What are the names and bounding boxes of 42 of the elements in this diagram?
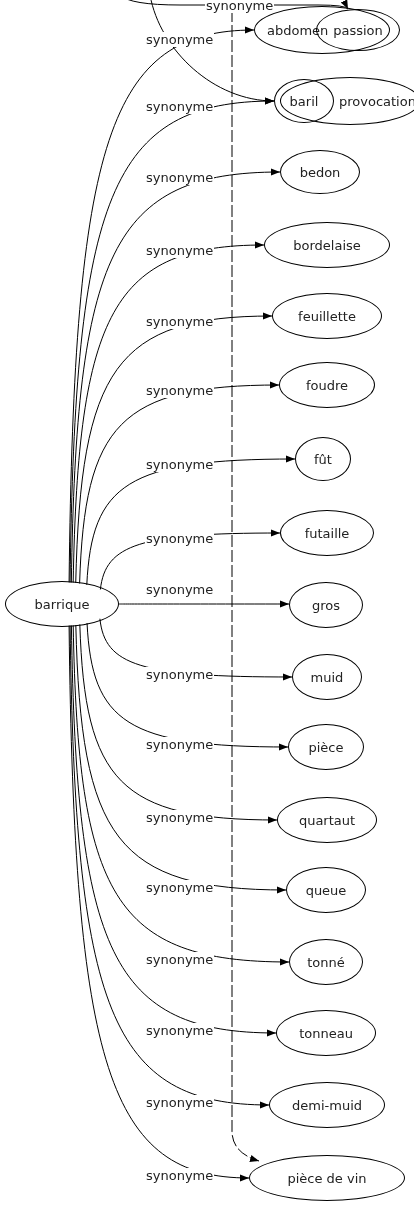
edge-label: synonyme: [145, 32, 215, 47]
word-text: gros: [312, 597, 340, 613]
word-text: queue: [305, 882, 347, 898]
arrow: [68, 27, 255, 583]
arrow: [118, 600, 290, 608]
arrow: [69, 625, 270, 1109]
arrow: [75, 624, 287, 894]
arrow: [149, 0, 275, 104]
edge-label: synonyme: [145, 1095, 215, 1110]
arrow: [68, 625, 250, 1181]
word-text: futaille: [304, 525, 350, 541]
edge-label: synonyme: [145, 737, 215, 752]
word-text: foudre: [305, 377, 349, 393]
arrow: [72, 624, 290, 966]
word-text: passion: [333, 22, 383, 38]
arrow: [75, 312, 273, 584]
word-text: bordelaise: [293, 237, 361, 253]
word-text: feuillette: [298, 308, 356, 324]
word-text: baril: [289, 93, 319, 109]
edge-label: synonyme: [145, 880, 215, 895]
word-text: demi-muid: [292, 1097, 362, 1113]
edge-label: synonyme: [145, 531, 215, 546]
edge-label: synonyme: [145, 810, 215, 825]
edge-label: synonyme: [145, 952, 215, 967]
arrow: [70, 625, 277, 1037]
arrow: [72, 241, 265, 584]
edge-label: synonyme: [205, 0, 275, 13]
word-text: pièce: [308, 739, 344, 755]
edge-label: synonyme: [145, 1168, 215, 1183]
word-text: provocation: [339, 93, 414, 109]
word-text: pièce de vin: [287, 1170, 367, 1186]
arrow: [69, 97, 275, 583]
arrow: [70, 168, 281, 583]
edge-label: synonyme: [145, 1023, 215, 1038]
edge-label: synonyme: [145, 667, 215, 682]
word-text: tonneau: [299, 1025, 353, 1041]
word-text: quartaut: [298, 812, 356, 828]
word-text: fût: [314, 451, 332, 467]
word-text: tonné: [307, 954, 345, 970]
word-text: bedon: [299, 164, 341, 180]
word-text: muid: [310, 669, 344, 685]
word-text: barrique: [34, 596, 90, 612]
